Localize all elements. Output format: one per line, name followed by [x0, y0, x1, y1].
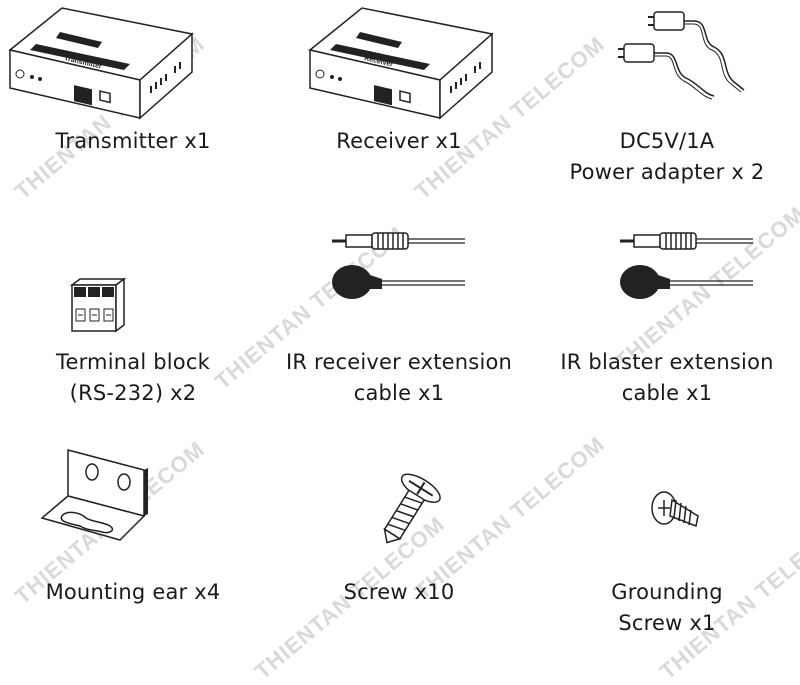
caption-line: Power adapter x 2	[569, 160, 765, 184]
ir-blaster-cable-icon	[620, 232, 753, 299]
caption-line: IR blaster extension	[560, 350, 774, 374]
item-receiver: 4K 60Hz HDMI EXTENDER Receiver Receiver …	[266, 0, 532, 200]
receiver-illustration: 4K 60Hz HDMI EXTENDER Receiver	[308, 7, 494, 120]
caption-line: (RS-232) x2	[69, 381, 197, 405]
caption-transmitter: Transmitter x1	[0, 126, 266, 157]
caption-screw: Screw x10	[266, 577, 532, 608]
caption-line: IR receiver extension	[285, 350, 513, 374]
item-power-adapter: DC5V/1A Power adapter x 2	[534, 0, 800, 200]
item-screw: Screw x10	[266, 430, 532, 659]
caption-ir-receiver-cable: IR receiver extension cable x1	[266, 347, 532, 409]
caption-ir-blaster-cable: IR blaster extension cable x1	[534, 347, 800, 409]
item-grounding-screw: Grounding Screw x1	[534, 430, 800, 659]
caption-line: Receiver x1	[336, 129, 462, 153]
ir-receiver-cable-icon	[332, 232, 465, 299]
item-terminal-block: Terminal block (RS-232) x2	[0, 215, 266, 415]
screw-icon	[383, 473, 441, 544]
caption-line: Screw x10	[343, 580, 455, 604]
caption-grounding-screw: Grounding Screw x1	[534, 577, 800, 639]
item-mounting-ear: Mounting ear x4	[0, 430, 266, 659]
item-ir-blaster-cable: IR blaster extension cable x1	[534, 215, 800, 415]
caption-mounting-ear: Mounting ear x4	[0, 577, 266, 608]
item-transmitter: 4K 60Hz HDMI EXTENDER Transmitter Transm…	[0, 0, 266, 200]
caption-line: Screw x1	[618, 611, 716, 635]
caption-line: DC5V/1A	[619, 129, 715, 153]
transmitter-illustration: 4K 60Hz HDMI EXTENDER Transmitter	[8, 7, 194, 120]
item-ir-receiver-cable: IR receiver extension cable x1	[266, 215, 532, 415]
grounding-screw-icon	[651, 491, 699, 528]
caption-power-adapter: DC5V/1A Power adapter x 2	[534, 126, 800, 188]
caption-line: Grounding	[611, 580, 723, 604]
caption-receiver: Receiver x1	[266, 126, 532, 157]
caption-terminal-block: Terminal block (RS-232) x2	[0, 347, 266, 409]
caption-line: Mounting ear x4	[45, 580, 221, 604]
caption-line: Terminal block	[56, 350, 210, 374]
mounting-ear-icon	[40, 449, 148, 541]
terminal-block-icon	[69, 277, 127, 333]
caption-line: Transmitter x1	[55, 129, 211, 153]
power-adapter-icon	[618, 11, 745, 100]
caption-line: cable x1	[621, 381, 713, 405]
caption-line: cable x1	[353, 381, 445, 405]
